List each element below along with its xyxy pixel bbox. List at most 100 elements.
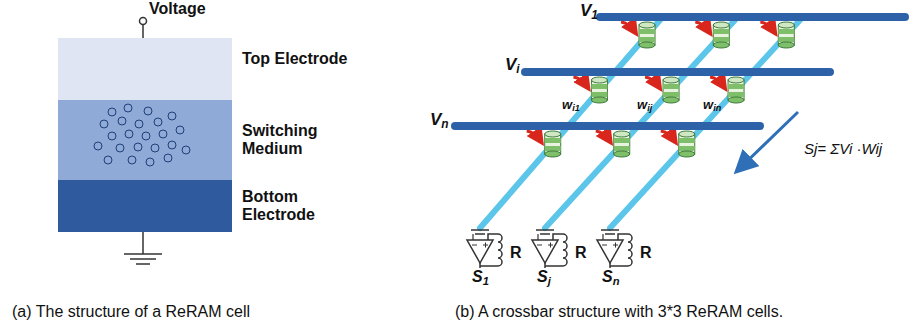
reram-cell xyxy=(679,131,695,157)
stroke xyxy=(472,245,477,246)
reram-cell xyxy=(614,131,630,157)
stroke xyxy=(663,97,679,103)
current-arrow xyxy=(621,22,635,32)
weight-label: win xyxy=(703,97,721,112)
stroke xyxy=(545,131,561,137)
stroke xyxy=(537,245,542,246)
stroke xyxy=(679,151,695,157)
stroke xyxy=(601,229,619,231)
layer-band: Bottom Electrode xyxy=(58,180,232,232)
stroke xyxy=(713,42,729,48)
stroke xyxy=(663,84,679,89)
output-label: Sj xyxy=(537,268,551,286)
stroke xyxy=(778,37,794,42)
stroke xyxy=(639,37,655,42)
caption: (b) A crossbar structure with 3*3 ReRAM … xyxy=(455,303,783,321)
stroke xyxy=(597,240,623,263)
stroke xyxy=(728,84,744,89)
current-arrow xyxy=(573,77,587,87)
current-arrow xyxy=(760,22,774,32)
voltage-label: V1 xyxy=(580,1,598,21)
current-arrow xyxy=(527,131,541,141)
current-arrow xyxy=(645,77,659,87)
resistor-label: R xyxy=(575,244,587,262)
stroke xyxy=(778,29,794,34)
stroke xyxy=(591,92,607,97)
stroke xyxy=(591,77,607,83)
stroke xyxy=(639,29,655,34)
wordline xyxy=(455,122,760,130)
stroke xyxy=(602,245,607,246)
stroke xyxy=(778,42,794,48)
stroke xyxy=(550,243,551,248)
stroke xyxy=(537,234,538,240)
stroke xyxy=(639,22,655,28)
resistor-label: R xyxy=(640,244,652,262)
voltage-label: Vn xyxy=(430,110,449,130)
stroke xyxy=(536,229,554,231)
stroke xyxy=(663,77,679,83)
stroke xyxy=(679,146,695,151)
current-arrow xyxy=(710,77,724,87)
stroke xyxy=(475,233,485,235)
stroke xyxy=(591,97,607,103)
reram-cell xyxy=(713,22,729,48)
stroke xyxy=(610,234,632,266)
stroke xyxy=(639,42,655,48)
formula-label: Sj= ΣVi ·Wij xyxy=(804,140,882,157)
weight-label: wi1 xyxy=(562,97,580,112)
layer-label: Bottom Electrode xyxy=(242,188,362,224)
current-arrow xyxy=(596,131,610,141)
stroke xyxy=(480,234,502,266)
stroke xyxy=(545,151,561,157)
stroke xyxy=(532,240,558,263)
stroke xyxy=(467,240,493,263)
weight-label: wij xyxy=(637,97,652,112)
stroke xyxy=(728,92,744,97)
stroke xyxy=(605,233,615,235)
current-arrow xyxy=(695,22,709,32)
stroke xyxy=(545,138,561,143)
layer-label: Top Electrode xyxy=(242,50,362,68)
stroke xyxy=(778,22,794,28)
stroke xyxy=(545,146,561,151)
wordline xyxy=(600,13,905,21)
reram-cell xyxy=(591,77,607,103)
output-label: Sn xyxy=(602,268,620,286)
stroke xyxy=(713,37,729,42)
reram-cell xyxy=(728,77,744,103)
stroke xyxy=(614,151,630,157)
stroke xyxy=(545,234,567,266)
stroke xyxy=(728,97,744,103)
stroke xyxy=(663,92,679,97)
reram-cell xyxy=(663,77,679,103)
reram-cell xyxy=(778,22,794,48)
stroke xyxy=(713,22,729,28)
sense-amplifier xyxy=(597,230,632,268)
output-label: S1 xyxy=(472,268,489,286)
current-arrow xyxy=(661,131,675,141)
reram-cell xyxy=(639,22,655,48)
stroke xyxy=(679,138,695,143)
stroke xyxy=(471,229,489,231)
stroke xyxy=(540,233,550,235)
sense-amplifier xyxy=(532,230,567,268)
stroke xyxy=(728,77,744,83)
stroke xyxy=(472,234,473,240)
stroke xyxy=(602,234,603,240)
terminal-label: Voltage xyxy=(149,0,206,18)
stroke xyxy=(614,146,630,151)
reram-cell xyxy=(545,131,561,157)
layer-band: Top Electrode xyxy=(58,38,232,100)
stroke xyxy=(614,131,630,137)
stroke xyxy=(615,243,616,248)
caption: (a) The structure of a ReRAM cell xyxy=(12,303,250,321)
layer-band: Switching Medium xyxy=(58,100,232,180)
stroke xyxy=(591,84,607,89)
stroke xyxy=(713,29,729,34)
sense-amplifier xyxy=(467,230,502,268)
stroke xyxy=(679,131,695,137)
voltage-label: Vi xyxy=(505,55,520,75)
stroke xyxy=(614,138,630,143)
resistor-label: R xyxy=(510,244,522,262)
